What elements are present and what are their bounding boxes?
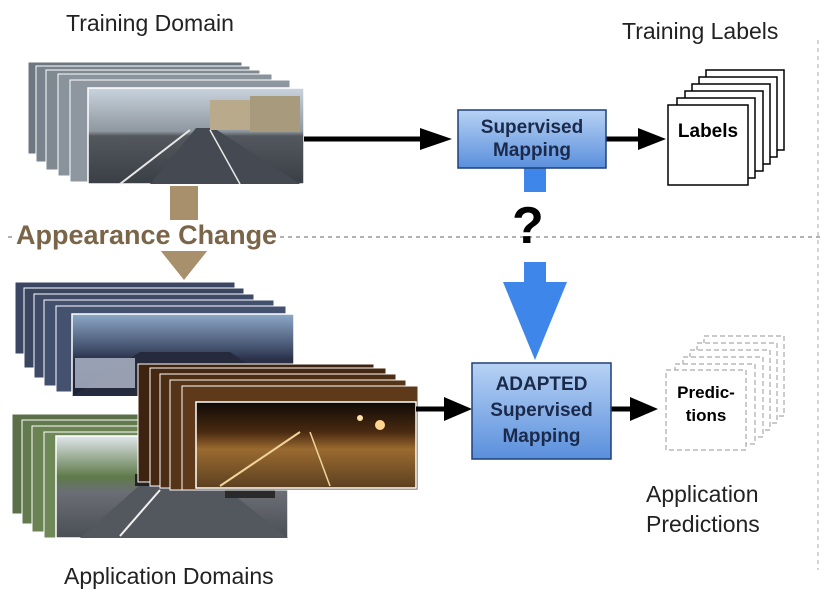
application-domains-label: Application Domains [64, 563, 274, 589]
adapted-line3: Mapping [502, 426, 581, 447]
blue-adaptation-arrow [503, 166, 567, 360]
application-predictions-line2: Predictions [646, 511, 760, 537]
application-predictions-line1: Application [646, 481, 759, 507]
labels-card-stack [667, 69, 785, 186]
training-photo-stack [27, 61, 305, 185]
arrow-adapted-to-predictions [611, 397, 658, 421]
question-mark: ? [512, 197, 544, 255]
predictions-line1: Predic- [677, 383, 735, 402]
labels-card-text: Labels [677, 121, 739, 142]
adapted-line1: ADAPTED [495, 374, 588, 395]
night-photo-stack [137, 363, 419, 491]
adapted-mapping-box [471, 362, 612, 460]
supervised-mapping-line1: Supervised [480, 117, 584, 138]
supervised-mapping-box [457, 109, 607, 169]
adapted-line2: Supervised [490, 400, 593, 421]
training-labels-label: Training Labels [622, 18, 779, 44]
training-domain-label: Training Domain [66, 10, 234, 36]
supervised-mapping-text: Supervised Mapping [458, 110, 606, 168]
predictions-line2: tions [685, 406, 727, 425]
predictions-card-stack [665, 335, 785, 451]
arrow-mapping-to-labels [606, 128, 666, 150]
supervised-mapping-line2: Mapping [492, 140, 572, 161]
appearance-change-label: Appearance Change [14, 220, 280, 251]
arrow-training-to-mapping [304, 128, 452, 150]
predictions-card-text: Predic- tions [666, 374, 746, 434]
arrow-application-to-adapted [416, 397, 472, 421]
adapted-mapping-text: ADAPTED Supervised Mapping [472, 363, 611, 459]
